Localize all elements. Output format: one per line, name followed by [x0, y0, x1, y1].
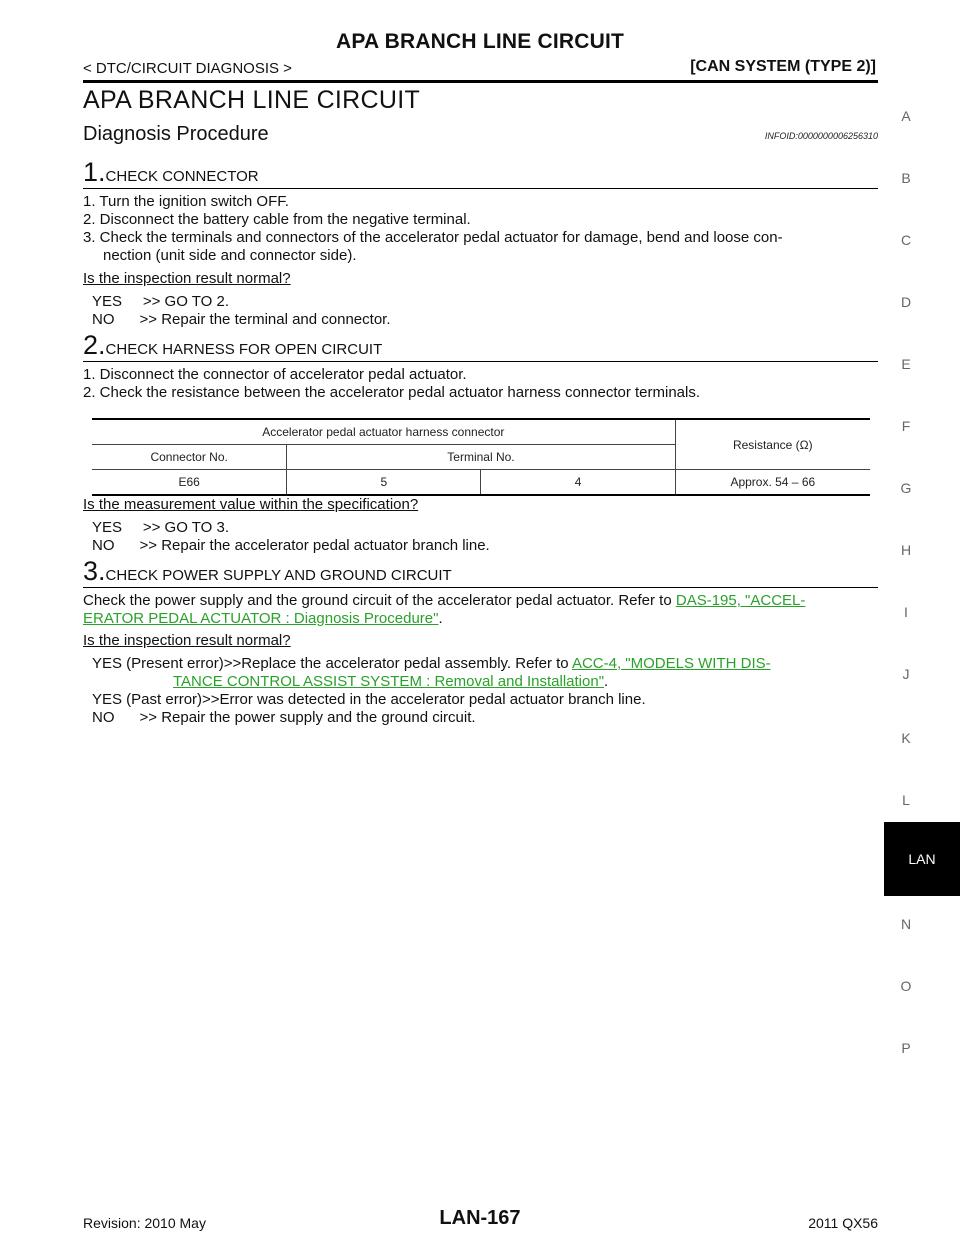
step-3-period-2: . [604, 673, 609, 690]
model-label: 2011 QX56 [808, 1215, 878, 1231]
step-3-period: . [438, 610, 443, 627]
step-1-number: 1. [83, 157, 106, 187]
step-1-item: 3. Check the terminals and connectors of… [83, 229, 783, 246]
step-1-question: Is the inspection result normal? [83, 270, 291, 287]
step-1-title: CHECK CONNECTOR [105, 168, 259, 185]
step-2-question: Is the measurement value within the spec… [83, 496, 419, 513]
table-cell-terminal-a: 5 [286, 469, 482, 496]
step-1-yes: YES >> GO TO 2. [92, 293, 230, 310]
step-3-text: Check the power supply and the ground ci… [83, 592, 805, 610]
step-3-question: Is the inspection result normal? [83, 632, 291, 649]
step-1-item: 1. Turn the ignition switch OFF. [83, 193, 289, 210]
step-2-item: 1. Disconnect the connector of accelerat… [83, 366, 467, 383]
step-2-title: CHECK HARNESS FOR OPEN CIRCUIT [105, 341, 383, 358]
section-tab-f[interactable]: F [901, 418, 911, 434]
step-1-divider [83, 188, 878, 189]
table-cell-resistance: Approx. 54 – 66 [675, 469, 870, 496]
revision-label: Revision: 2010 May [83, 1215, 206, 1231]
section-tab-i[interactable]: I [904, 604, 908, 620]
step-3-divider [83, 587, 878, 588]
section-tab-k[interactable]: K [901, 730, 911, 746]
section-tab-h[interactable]: H [900, 542, 912, 558]
section-tab-a[interactable]: A [901, 108, 911, 124]
das-195-link[interactable]: DAS-195, "ACCEL- [675, 592, 806, 609]
page-number: LAN-167 [439, 1207, 521, 1229]
step-2-item: 2. Check the resistance between the acce… [83, 384, 701, 401]
section-tab-j[interactable]: J [902, 666, 910, 682]
step-3-yes-present-cont: TANCE CONTROL ASSIST SYSTEM : Removal an… [173, 673, 608, 691]
table-connector-header: Connector No. [92, 444, 288, 470]
page-header-title: APA BRANCH LINE CIRCUIT [335, 30, 625, 53]
step-2-heading: 2.CHECK HARNESS FOR OPEN CIRCUIT [83, 330, 382, 361]
section-tab-l[interactable]: L [902, 792, 910, 808]
table-terminal-header: Terminal No. [286, 444, 676, 470]
step-1-heading: 1.CHECK CONNECTOR [83, 157, 259, 188]
step-3-number: 3. [83, 556, 106, 586]
acc-4-link-cont[interactable]: TANCE CONTROL ASSIST SYSTEM : Removal an… [173, 673, 605, 690]
step-3-text-cont: ERATOR PEDAL ACTUATOR : Diagnosis Proced… [83, 610, 443, 628]
step-2-no: NO >> Repair the accelerator pedal actua… [92, 537, 490, 554]
step-3-no: NO >> Repair the power supply and the gr… [92, 709, 476, 726]
section-tab-d[interactable]: D [900, 294, 912, 310]
procedure-title: Diagnosis Procedure [83, 123, 269, 145]
resistance-spec-table: Accelerator pedal actuator harness conne… [92, 418, 870, 496]
section-tab-g[interactable]: G [900, 480, 912, 496]
section-tab-b[interactable]: B [901, 170, 911, 186]
step-2-yes: YES >> GO TO 3. [92, 519, 230, 536]
table-group-header: Accelerator pedal actuator harness conne… [92, 418, 676, 445]
step-3-text-body: Check the power supply and the ground ci… [83, 592, 676, 609]
table-resistance-header: Resistance (Ω) [675, 418, 870, 470]
acc-4-link[interactable]: ACC-4, "MODELS WITH DIS- [571, 655, 771, 672]
section-tab-o[interactable]: O [900, 978, 912, 994]
section-tab-p[interactable]: P [901, 1040, 911, 1056]
table-cell-connector: E66 [92, 469, 288, 496]
info-id: INFOID:0000000006256310 [764, 131, 878, 141]
header-divider [83, 80, 878, 83]
step-1-no: NO >> Repair the terminal and connector. [92, 311, 391, 328]
step-3-yes-past: YES (Past error)>>Error was detected in … [92, 691, 646, 708]
table-cell-terminal-b: 4 [480, 469, 676, 496]
step-2-divider [83, 361, 878, 362]
step-3-title: CHECK POWER SUPPLY AND GROUND CIRCUIT [105, 567, 452, 584]
section-title: APA BRANCH LINE CIRCUIT [83, 86, 421, 114]
step-3-heading: 3.CHECK POWER SUPPLY AND GROUND CIRCUIT [83, 556, 452, 587]
step-3-yes-present-text: YES (Present error)>>Replace the acceler… [92, 655, 572, 672]
section-tab-n[interactable]: N [900, 916, 912, 932]
section-tab-c[interactable]: C [900, 232, 912, 248]
breadcrumb: < DTC/CIRCUIT DIAGNOSIS > [83, 60, 292, 77]
section-tab-lan-active[interactable]: LAN [884, 822, 960, 896]
step-2-number: 2. [83, 330, 106, 360]
step-1-item: nection (unit side and connector side). [103, 247, 357, 264]
step-1-item: 2. Disconnect the battery cable from the… [83, 211, 471, 228]
system-label: [CAN SYSTEM (TYPE 2)] [690, 58, 876, 75]
step-3-yes-present: YES (Present error)>>Replace the acceler… [92, 655, 771, 673]
das-195-link-cont[interactable]: ERATOR PEDAL ACTUATOR : Diagnosis Proced… [83, 610, 439, 627]
section-tab-e[interactable]: E [901, 356, 911, 372]
